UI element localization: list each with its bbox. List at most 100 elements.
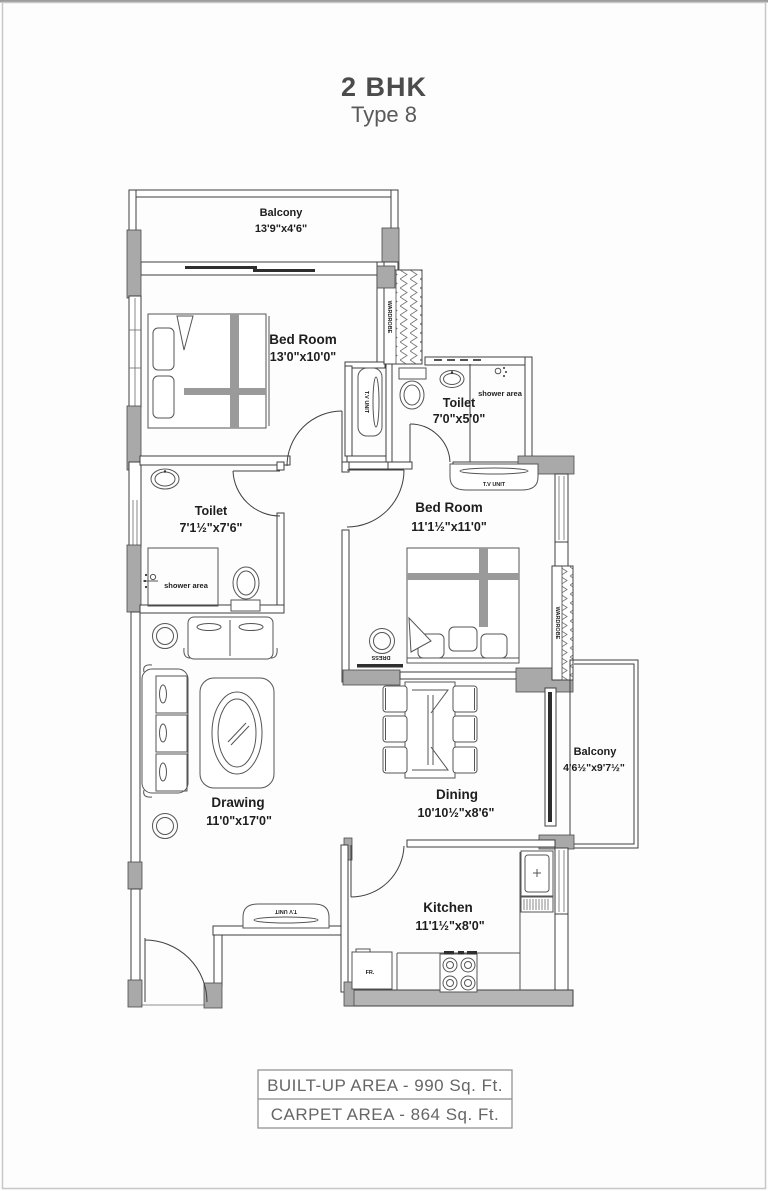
double-bed [406, 547, 520, 664]
sofa-cushion [155, 714, 188, 753]
center-table [199, 677, 275, 789]
table-detail [412, 689, 449, 771]
wall-block [342, 669, 401, 686]
bed-runner [230, 314, 239, 428]
pillow [152, 375, 175, 419]
balcony-outer-rail [569, 659, 639, 849]
shower-area-label-1: shower area [164, 581, 209, 590]
fridge-outline [351, 951, 393, 990]
stove-knob [467, 951, 477, 955]
pillow [448, 626, 478, 652]
built-up-area-text: BUILT-UP AREA - 990 Sq. Ft. [267, 1076, 503, 1095]
balcony-top-rail [132, 189, 399, 198]
table-outline [404, 681, 456, 779]
dress-label: DRESS [371, 654, 390, 660]
tv-unit-outline [357, 367, 383, 437]
burner [446, 961, 454, 969]
dining-chairs [382, 685, 478, 774]
sofa-outline [141, 668, 189, 794]
kitchen-sink [520, 850, 554, 913]
side-table [152, 813, 178, 839]
two-seat-sofa [183, 616, 278, 660]
sofa-cushion [155, 675, 188, 714]
shower-area-label-2: shower area [478, 389, 523, 398]
room-label-bedroom2-name: Bed Room [415, 500, 483, 515]
tv-unit-outline [242, 903, 330, 929]
wc-tank [230, 599, 261, 612]
window [554, 473, 569, 543]
wall [139, 455, 291, 466]
burner [446, 979, 454, 987]
burner [442, 957, 458, 973]
bed-runner [479, 548, 488, 627]
room-balcony-top: Balcony 13'9"x4'6" [128, 189, 400, 293]
chair [382, 685, 408, 713]
balcony-inner-rail [574, 663, 635, 845]
room-label-balcony-top-name: Balcony [260, 207, 304, 219]
wall [130, 611, 141, 865]
door-swing-arc [232, 470, 281, 517]
wall-block [376, 265, 396, 289]
wall [406, 839, 556, 848]
tv-unit-2: T.V UNIT [449, 463, 539, 491]
wall [139, 604, 285, 614]
pillow [152, 327, 175, 371]
door-jamb-block [203, 982, 223, 1009]
table-glass-outer [211, 691, 263, 775]
page-top-border [0, 0, 768, 3]
dress-table [357, 664, 403, 668]
pillow [480, 633, 508, 659]
sliding-window-panel [253, 269, 315, 272]
dressing-unit: DRESS [357, 628, 403, 668]
sink-basin [524, 854, 550, 893]
stove-knob [444, 951, 454, 955]
side-table [152, 623, 178, 649]
shower-head [149, 573, 157, 581]
basin-tap [450, 371, 454, 374]
fridge: FR. [351, 948, 393, 990]
sliding-window-panel [185, 266, 257, 269]
balcony-right-rail [390, 189, 399, 233]
window [554, 847, 569, 915]
sofa-cushion [196, 623, 222, 631]
sofa-armrest [183, 647, 278, 659]
dining-table [404, 681, 456, 779]
wall [341, 461, 350, 473]
wc-bowl-inner [403, 384, 421, 406]
wall [385, 461, 413, 470]
wall [344, 365, 353, 457]
burner [442, 975, 458, 991]
sofa-cushion [155, 753, 188, 792]
chair [452, 715, 478, 743]
chair [452, 685, 478, 713]
shower-area-outline [147, 547, 219, 607]
sink-outline [520, 850, 554, 897]
chair [382, 746, 408, 774]
bed-runner [407, 573, 519, 580]
wall-block [127, 861, 143, 890]
fridge-label: FR. [366, 970, 375, 976]
sliding-door-panel [548, 692, 552, 822]
wall-block [127, 979, 143, 1008]
tv-screen [253, 916, 319, 924]
shower-dot [144, 573, 148, 577]
room-label-toilet-attached-name: Toilet [443, 396, 476, 410]
toilet-wc [398, 367, 427, 410]
room-label-toilet-common-name: Toilet [195, 504, 228, 518]
wash-basin [439, 370, 465, 388]
bedroom1-window-band [140, 261, 399, 276]
blanket-fold [408, 616, 432, 653]
tv-unit-3: T.V UNIT [242, 903, 330, 929]
window [128, 461, 142, 548]
room-label-toilet-attached-dims: 7'0"x5'0" [433, 412, 486, 426]
room-label-drawing-dims: 11'0"x17'0" [206, 814, 272, 828]
bed-runner [184, 388, 266, 395]
table-outer [152, 623, 178, 649]
area-summary-box: BUILT-UP AREA - 990 Sq. Ft. CARPET AREA … [257, 1069, 513, 1129]
wall [213, 934, 223, 987]
wc-tank [398, 367, 427, 380]
shower-dot [143, 579, 147, 583]
door-swing-arc [286, 410, 343, 467]
